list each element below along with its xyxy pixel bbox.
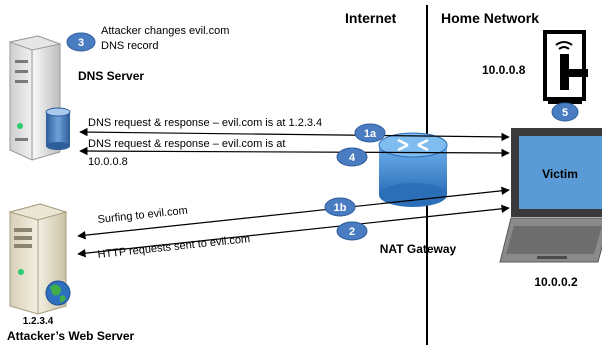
arrow-1a-label: DNS request & response – evil.com is at … — [88, 117, 322, 129]
step-1b-number: 1b — [334, 202, 347, 214]
zone-label-home-network: Home Network — [441, 10, 539, 26]
step-4-number: 4 — [349, 152, 356, 164]
arrow-2 — [77, 204, 510, 258]
nat-gateway-label: NAT Gateway — [380, 242, 457, 256]
step-1a-badge: 1a — [354, 123, 386, 143]
arrow-1a — [79, 127, 510, 142]
zone-label-internet: Internet — [345, 10, 397, 26]
step-5-number: 5 — [562, 107, 568, 119]
step-4-badge: 4 — [336, 147, 368, 167]
victim-label: Victim — [542, 167, 578, 181]
step-5-badge: 5 — [551, 102, 579, 122]
step-2-badge: 2 — [336, 221, 368, 241]
iot-lock-device-icon — [543, 30, 588, 104]
attacker-ip-label: 1.2.3.4 — [23, 316, 54, 327]
victim-laptop-icon — [499, 128, 602, 263]
step-1a-number: 1a — [364, 128, 377, 140]
annotation-line-2: DNS record — [101, 40, 158, 52]
step-2-number: 2 — [349, 226, 355, 238]
iot-device-ip-label: 10.0.0.8 — [482, 63, 526, 77]
arrow-4 — [79, 146, 510, 158]
victim-ip-label: 10.0.0.2 — [534, 275, 578, 289]
annotation-line-1: Attacker changes evil.com — [101, 25, 229, 37]
step-3-number: 3 — [78, 37, 84, 49]
arrow-4-label-line-1: DNS request & response – evil.com is at — [88, 138, 285, 150]
step-3-badge: 3 — [66, 32, 96, 52]
attacker-server-label: Attacker’s Web Server — [7, 329, 135, 343]
database-icon — [45, 107, 71, 150]
nat-gateway-router-icon — [378, 132, 448, 207]
arrow-4-label-line-2: 10.0.0.8 — [88, 156, 128, 168]
dns-server-label: DNS Server — [78, 69, 144, 83]
arrow-1b-label: Surfing to evil.com — [97, 205, 188, 226]
step-1b-badge: 1b — [324, 197, 356, 217]
arrow-2-label: HTTP requests sent to evil.com — [97, 233, 251, 261]
globe-icon — [45, 280, 71, 306]
